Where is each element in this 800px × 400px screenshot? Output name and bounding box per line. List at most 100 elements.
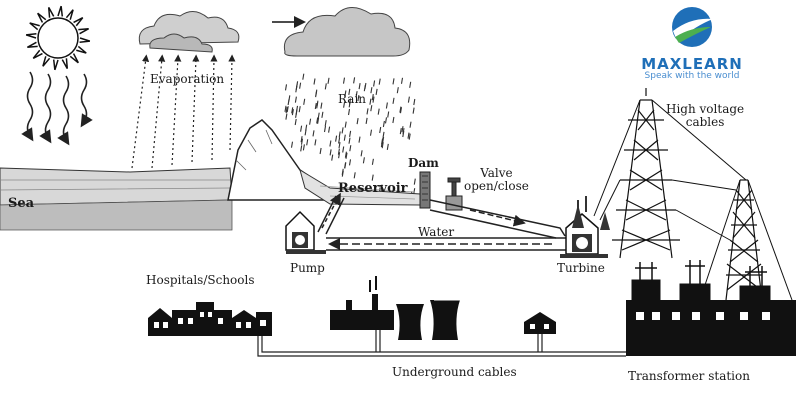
sun-ray (29, 22, 40, 31)
label-evaporation: Evaporation (150, 72, 225, 86)
rain-drop (348, 88, 351, 95)
rain-drop (402, 128, 405, 135)
label-valve-line1: Valve (480, 166, 513, 180)
label-rain: Rain (338, 92, 367, 106)
pump-house-icon (285, 210, 326, 254)
rain-drop (300, 136, 303, 143)
label-valve-line2: open/close (464, 179, 529, 194)
rain-drop (302, 144, 305, 151)
globe-swoosh-icon (672, 7, 713, 47)
rain-drop (369, 98, 372, 105)
rain-drop (338, 142, 341, 149)
rain-drop (344, 151, 347, 158)
rain-drop (328, 126, 331, 133)
cloud-icon (138, 11, 240, 53)
rain-drop (392, 78, 395, 85)
sun-ray (47, 7, 55, 18)
trees (572, 204, 610, 230)
rain-drop (372, 96, 375, 103)
rain-drop (407, 96, 410, 103)
cooling-tower-icon (330, 276, 460, 340)
rain-drop (381, 142, 384, 149)
rain-drop (314, 139, 317, 146)
rain-drop (348, 137, 351, 144)
label-dam: Dam (408, 156, 439, 170)
rain-drop (392, 97, 395, 104)
rain-drop (335, 135, 338, 142)
rain-drop (296, 81, 299, 88)
rain-drop (349, 145, 352, 152)
rain-drop (316, 100, 319, 107)
sun-ray (73, 17, 84, 27)
rain-drop (412, 107, 415, 114)
rain-drop (370, 105, 373, 112)
rain-drop (331, 154, 334, 161)
rain-drop (294, 96, 297, 103)
sun-ray (52, 59, 59, 71)
sun-ray (79, 37, 91, 44)
pump-pipe (317, 192, 345, 235)
rain-drop (400, 77, 404, 84)
rain-drop (349, 130, 352, 137)
rain-drop (364, 82, 367, 90)
sun-ray (57, 5, 64, 17)
rain-drop (355, 91, 358, 98)
rain-drop (353, 172, 356, 179)
label-high-voltage-line1: High voltage (666, 102, 745, 116)
rain-drop (286, 106, 289, 113)
rain-drop (384, 117, 388, 124)
turbine-house-icon (560, 196, 608, 258)
rain-drop (369, 129, 373, 136)
rain-drop (315, 89, 318, 96)
rain-drop (329, 149, 332, 156)
rain-drop (344, 162, 347, 169)
label-sea: Sea (8, 196, 35, 211)
rain-drop (392, 116, 395, 124)
rain-drop (362, 157, 365, 164)
rain-drop (401, 126, 404, 133)
rain-drop (382, 131, 385, 138)
rain-drop (312, 130, 315, 137)
rain-drop (317, 117, 320, 124)
sun-ray (76, 45, 87, 54)
penstock-pipe (429, 199, 566, 239)
rain-drop (284, 105, 287, 112)
building-icon (148, 302, 272, 336)
rain-drop (291, 109, 294, 116)
rain-drop (409, 81, 412, 88)
rain-drop (399, 107, 403, 114)
rain-drop (284, 84, 288, 91)
rain-drop (358, 136, 361, 143)
pylon-icon (725, 179, 763, 301)
rain-drop (324, 120, 327, 127)
logo-tagline: Speak with the world (644, 71, 740, 81)
rain-drop (370, 87, 373, 94)
rain-drop (319, 147, 322, 155)
rain-drop (323, 125, 327, 133)
rain-drop (413, 98, 416, 106)
rain-drop (303, 98, 306, 105)
rain-drop (343, 134, 346, 141)
rain-drop (295, 105, 299, 112)
rain-drop (337, 148, 340, 155)
rain-drop (353, 77, 356, 84)
rain-drop (291, 107, 294, 114)
rain-drop (344, 121, 347, 128)
rain-drop (348, 98, 352, 105)
underground-cables (257, 330, 626, 357)
rain-drop (382, 120, 385, 128)
rain-drop (341, 127, 344, 134)
sun-ray (32, 49, 43, 59)
rain-drop (309, 118, 312, 125)
rain-drop (371, 94, 374, 101)
rain-drop (379, 126, 382, 134)
rain-drop (327, 77, 330, 84)
rain-drop (409, 121, 412, 128)
sun-ray (42, 56, 51, 67)
transformer-station (626, 260, 796, 356)
label-valve: Valve open/close (464, 166, 529, 194)
rain-drop (320, 102, 323, 109)
rain-drop (387, 111, 390, 118)
rain-drop (290, 141, 294, 148)
